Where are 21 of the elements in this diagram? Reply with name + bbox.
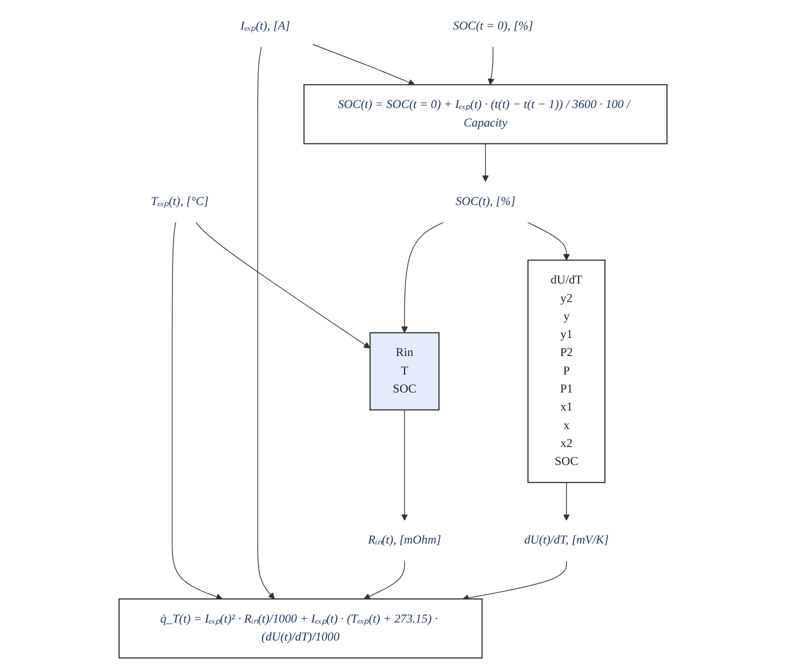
- node-text: Rᵢₙ(t), [mOhm]: [368, 534, 442, 547]
- node-box: q̇_T(t) = Iₑₓₚ(t)² · Rᵢₙ(t)/1000 + Iₑₓₚ(t) · (Tₑₓₚ(t) + 273.15) · (dU(t)/dT)/1000: [118, 598, 484, 658]
- arrow: [258, 46, 276, 600]
- arrow: [402, 222, 444, 334]
- node-text: Iₑₓₚ(t), [A]: [241, 20, 290, 33]
- arrow: [196, 222, 371, 348]
- arrow: [528, 222, 570, 260]
- arrow: [564, 482, 570, 521]
- node-box: SOC(t) = SOC(t = 0) + Iₑₓₚ(t) · (t(t) − t(t − 1)) / 3600 · 100 / Capacity: [304, 84, 668, 144]
- arrow: [312, 44, 416, 86]
- node-text: SOC(t = 0), [%]: [453, 20, 534, 33]
- node-box: dU/dT y2 y y1 P2 P P1 x1 x x2 SOC: [528, 260, 606, 484]
- node-text: dU(t)/dT, [mV/K]: [524, 534, 610, 547]
- node-box: Rin T SOC: [370, 332, 440, 410]
- arrow: [488, 46, 495, 85]
- arrow: [402, 410, 408, 521]
- node-text: SOC(t), [%]: [456, 195, 516, 208]
- node-text: Tₑₓₚ(t), [°C]: [151, 195, 210, 208]
- arrow: [364, 560, 406, 600]
- arrow: [172, 222, 224, 600]
- arrow: [482, 143, 490, 182]
